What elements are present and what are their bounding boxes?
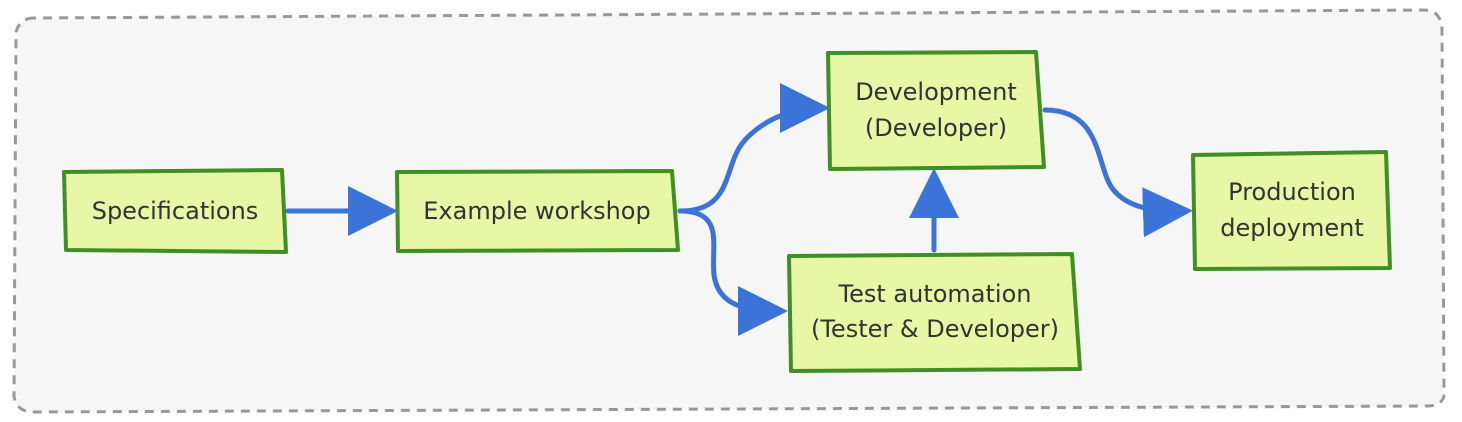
node-development: Development (Developer): [826, 50, 1046, 171]
node-specifications-box: [62, 168, 288, 254]
node-example-workshop-label: Example workshop: [423, 197, 650, 225]
node-example-workshop: Example workshop: [395, 169, 680, 253]
diagram-container: [12, 8, 1446, 414]
node-production-deployment-line2: deployment: [1220, 214, 1364, 242]
node-development-line1: Development: [855, 78, 1017, 106]
node-development-line2: (Developer): [865, 114, 1007, 142]
node-development-box: [826, 50, 1046, 171]
node-specifications-label: Specifications: [92, 197, 259, 225]
node-specifications: Specifications: [62, 168, 288, 254]
arrow-workshop-to-test-automation: [677, 208, 788, 336]
node-test-automation: Test automation (Tester & Developer): [787, 252, 1082, 373]
node-production-deployment-box: [1191, 150, 1392, 271]
node-production-deployment-line1: Production: [1228, 178, 1356, 206]
node-example-workshop-box: [395, 169, 680, 253]
node-test-automation-box: [787, 252, 1082, 373]
node-test-automation-line1: Test automation: [838, 280, 1032, 308]
arrow-development-to-production: [1042, 107, 1193, 238]
node-production-deployment: Production deployment: [1191, 150, 1392, 271]
arrow-workshop-to-development: [677, 83, 830, 214]
node-test-automation-line2: (Tester & Developer): [811, 315, 1059, 343]
